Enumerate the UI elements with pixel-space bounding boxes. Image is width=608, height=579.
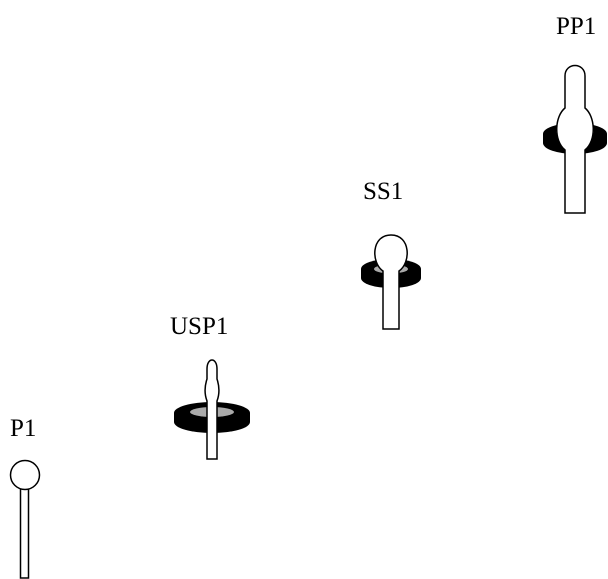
- shadowed-pin-icon: [174, 359, 250, 460]
- pin-label-usp1: USP1: [170, 313, 229, 340]
- pin-label-ss1: SS1: [363, 178, 404, 205]
- shadowed-pin-icon: [543, 64, 607, 214]
- pin-label-pp1: PP1: [556, 13, 597, 40]
- shadowed-pin-icon: [361, 234, 421, 330]
- pin-label-p1: P1: [10, 415, 37, 442]
- simple-pin-icon: [9, 459, 41, 579]
